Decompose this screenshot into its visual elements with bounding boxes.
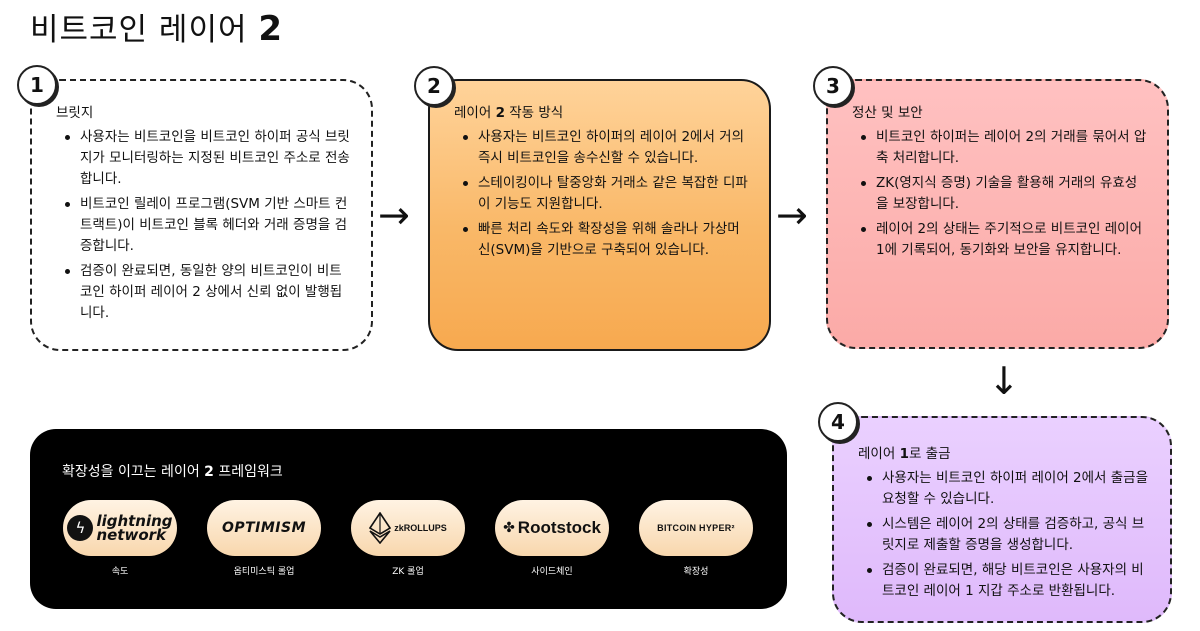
bullet-item: ZK(영지식 증명) 기술을 활용해 거래의 유효성을 보장합니다. xyxy=(858,173,1149,215)
step-title-text: 작동 방식 xyxy=(504,105,564,121)
framework-item-zkrollups: zkROLLUPS ZK 롤업 xyxy=(351,500,465,577)
page-title-text: 비트코인 레이어 xyxy=(30,12,248,48)
arrow-right-icon: → xyxy=(776,193,808,237)
framework-item-optimism: OPTIMISM 옵티미스틱 롤업 xyxy=(207,500,321,577)
step-title-text: 정산 및 보안 xyxy=(852,105,923,121)
step-title-text: 브릿지 xyxy=(56,105,94,121)
framework-item-bitcoin-hyper: BITCOIN HYPER² 확장성 xyxy=(639,500,753,577)
bullet-item: 검증이 완료되면, 해당 비트코인은 사용자의 비트코인 레이어 1 지갑 주소… xyxy=(864,560,1152,602)
zkrollups-logo: zkROLLUPS xyxy=(351,500,465,556)
logo-text: OPTIMISM xyxy=(221,520,307,536)
step-title-text: 레이어 xyxy=(858,446,900,462)
framework-title: 확장성을 이끄는 레이어 2 프레임워크 xyxy=(62,461,283,481)
bullet-item: 검증이 완료되면, 동일한 양의 비트코인이 비트코인 하이퍼 레이어 2 상에… xyxy=(62,261,353,324)
framework-caption: 속도 xyxy=(111,567,129,577)
framework-title-text: 프레임워크 xyxy=(213,464,283,480)
step-title-number: 1 xyxy=(899,446,909,462)
step-number-badge: 3 xyxy=(813,66,853,106)
step-title-text: 로 출금 xyxy=(908,446,951,462)
logo-text: Rootstock xyxy=(517,518,601,537)
arrow-down-icon: ↓ xyxy=(988,359,1020,403)
step-bullet-list: 사용자는 비트코인 하이퍼 레이어 2에서 출금을 요청할 수 있습니다. 시스… xyxy=(864,468,1152,602)
step-title: 레이어 1로 출금 xyxy=(858,444,1152,465)
step-card-bridge: 브릿지 사용자는 비트코인을 비트코인 하이퍼 공식 브릿지가 모니터링하는 지… xyxy=(30,79,373,351)
logo-text: network xyxy=(96,526,166,544)
optimism-logo: OPTIMISM xyxy=(207,500,321,556)
step-bullet-list: 사용자는 비트코인 하이퍼의 레이어 2에서 거의 즉시 비트코인을 송수신할 … xyxy=(460,127,751,261)
step-title: 정산 및 보안 xyxy=(852,103,1149,124)
bullet-item: 시스템은 레이어 2의 상태를 검증하고, 공식 브릿지로 제출할 증명을 생성… xyxy=(864,514,1152,556)
step-title-number: 2 xyxy=(495,105,505,121)
step-title: 레이어 2 작동 방식 xyxy=(454,103,751,124)
rootstock-icon: ✤ xyxy=(503,520,515,536)
framework-caption: 확장성 xyxy=(683,567,709,577)
step-number-badge: 4 xyxy=(818,402,858,442)
step-card-layer2-operation: 레이어 2 작동 방식 사용자는 비트코인 하이퍼의 레이어 2에서 거의 즉시… xyxy=(428,79,771,351)
rootstock-logo: ✤ Rootstock xyxy=(495,500,609,556)
step-title: 브릿지 xyxy=(56,103,353,124)
step-title-text: 레이어 xyxy=(454,105,496,121)
logo-text: lightning xyxy=(96,512,173,530)
bullet-item: 비트코인 하이퍼는 레이어 2의 거래를 묶어서 압축 처리합니다. xyxy=(858,127,1149,169)
bullet-item: 비트코인 릴레이 프로그램(SVM 기반 스마트 컨트랙트)이 비트코인 블록 … xyxy=(62,194,353,257)
bullet-item: 사용자는 비트코인을 비트코인 하이퍼 공식 브릿지가 모니터링하는 지정된 비… xyxy=(62,127,353,190)
step-bullet-list: 비트코인 하이퍼는 레이어 2의 거래를 묶어서 압축 처리합니다. ZK(영지… xyxy=(858,127,1149,261)
step-card-withdraw-layer1: 레이어 1로 출금 사용자는 비트코인 하이퍼 레이어 2에서 출금을 요청할 … xyxy=(832,416,1172,623)
framework-caption: ZK 롤업 xyxy=(392,567,424,577)
logo-text: BITCOIN HYPER² xyxy=(657,523,735,533)
framework-title-text: 확장성을 이끄는 레이어 xyxy=(62,464,205,480)
bullet-item: 빠른 처리 속도와 확장성을 위해 솔라나 가상머신(SVM)을 기반으로 구축… xyxy=(460,219,751,261)
framework-item-rootstock: ✤ Rootstock 사이드체인 xyxy=(495,500,609,577)
bullet-item: 사용자는 비트코인 하이퍼 레이어 2에서 출금을 요청할 수 있습니다. xyxy=(864,468,1152,510)
bitcoin-hyper-logo: BITCOIN HYPER² xyxy=(639,500,753,556)
ethereum-diamond-icon xyxy=(369,512,392,544)
page-title-number: 2 xyxy=(258,9,284,49)
arrow-right-icon: → xyxy=(378,193,410,237)
bullet-item: 사용자는 비트코인 하이퍼의 레이어 2에서 거의 즉시 비트코인을 송수신할 … xyxy=(460,127,751,169)
framework-title-number: 2 xyxy=(204,464,214,480)
bullet-item: 스테이킹이나 탈중앙화 거래소 같은 복잡한 디파이 기능도 지원합니다. xyxy=(460,173,751,215)
step-bullet-list: 사용자는 비트코인을 비트코인 하이퍼 공식 브릿지가 모니터링하는 지정된 비… xyxy=(62,127,353,324)
page-title: 비트코인 레이어 2 xyxy=(30,4,283,49)
lightning-bolt-icon: ϟ xyxy=(67,515,94,541)
step-number-badge: 2 xyxy=(414,66,454,106)
step-card-settlement-security: 정산 및 보안 비트코인 하이퍼는 레이어 2의 거래를 묶어서 압축 처리합니… xyxy=(826,79,1169,349)
step-number-badge: 1 xyxy=(17,65,57,105)
framework-caption: 옵티미스틱 롤업 xyxy=(233,567,295,577)
bullet-item: 레이어 2의 상태는 주기적으로 비트코인 레이어 1에 기록되어, 동기화와 … xyxy=(858,219,1149,261)
framework-caption: 사이드체인 xyxy=(531,567,573,577)
logo-text: zkROLLUPS xyxy=(394,523,447,533)
